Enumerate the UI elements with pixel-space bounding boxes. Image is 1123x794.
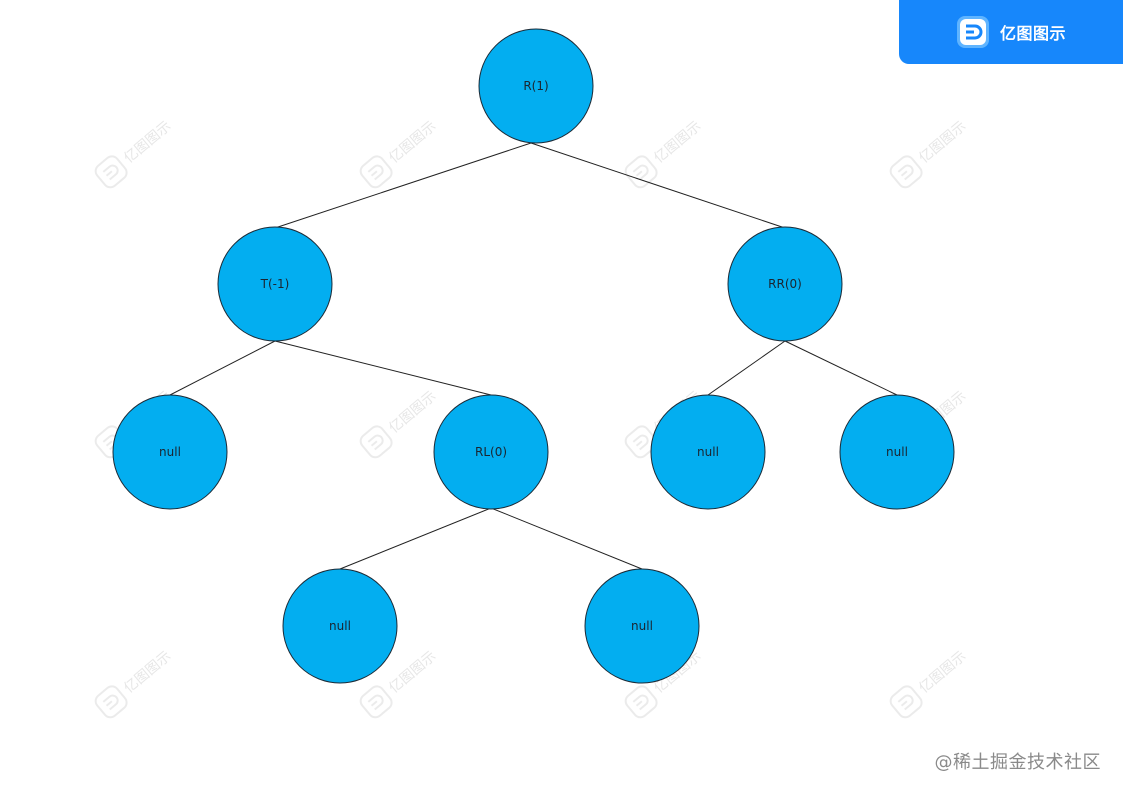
edge-r-rr xyxy=(530,142,786,229)
node-circle[interactable] xyxy=(282,568,398,684)
node-label: null xyxy=(329,619,351,633)
tree-node[interactable]: null xyxy=(282,568,398,684)
tree-node[interactable]: null xyxy=(839,394,955,510)
node-label: null xyxy=(631,619,653,633)
node-circle[interactable] xyxy=(584,568,700,684)
edge-rl-rl-left xyxy=(339,507,492,570)
edge-rr-rr-right xyxy=(784,340,898,396)
edge-t-rl xyxy=(274,340,492,396)
node-circle[interactable] xyxy=(650,394,766,510)
edge-rl-rl-right xyxy=(490,507,643,570)
edges xyxy=(169,142,898,570)
brand-badge[interactable]: 亿图图示 xyxy=(899,0,1123,64)
tree-node[interactable]: RL(0) xyxy=(433,394,549,510)
node-label: null xyxy=(697,445,719,459)
brand-name: 亿图图示 xyxy=(999,24,1066,43)
node-label: T(-1) xyxy=(260,277,290,291)
tree-node[interactable]: R(1) xyxy=(478,28,594,144)
node-circle[interactable] xyxy=(727,226,843,342)
node-label: null xyxy=(159,445,181,459)
edraw-logo-icon xyxy=(956,16,989,48)
footer-credit: @稀土掘金技术社区 xyxy=(934,752,1101,773)
node-circle[interactable] xyxy=(839,394,955,510)
edge-t-t-left xyxy=(169,340,276,396)
node-label: R(1) xyxy=(523,79,548,93)
tree-node[interactable]: null xyxy=(650,394,766,510)
tree-node[interactable]: RR(0) xyxy=(727,226,843,342)
node-label: RR(0) xyxy=(768,277,802,291)
edge-rr-rr-left xyxy=(707,340,786,396)
tree-node[interactable]: null xyxy=(112,394,228,510)
edge-r-t xyxy=(274,142,532,229)
node-label: RL(0) xyxy=(475,445,507,459)
node-circle[interactable] xyxy=(112,394,228,510)
node-circle[interactable] xyxy=(478,28,594,144)
node-circle[interactable] xyxy=(217,226,333,342)
node-label: null xyxy=(886,445,908,459)
node-circle[interactable] xyxy=(433,394,549,510)
tree-node[interactable]: null xyxy=(584,568,700,684)
tree-node[interactable]: T(-1) xyxy=(217,226,333,342)
